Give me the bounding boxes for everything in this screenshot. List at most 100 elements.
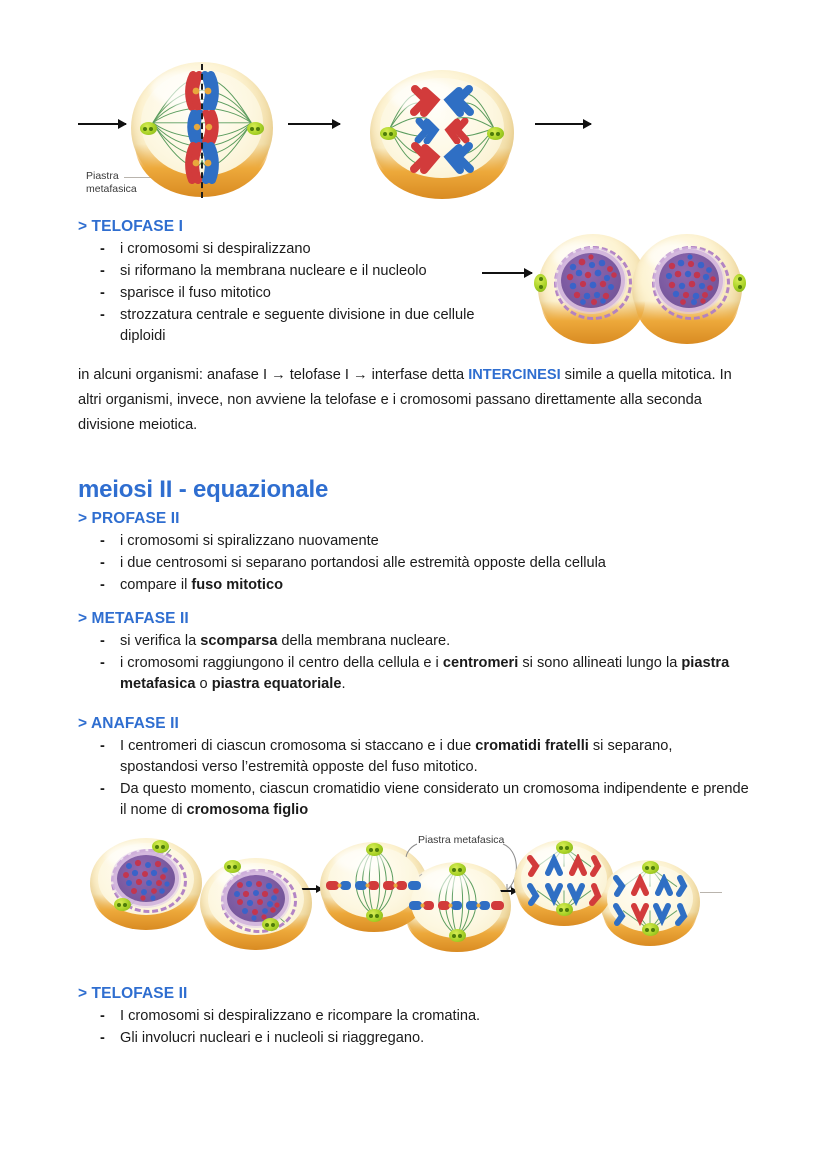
cell-profase-ii-b bbox=[200, 858, 312, 950]
centrosome-left bbox=[380, 127, 397, 140]
centrosome-bottom bbox=[449, 929, 466, 942]
centrosome-lower bbox=[262, 918, 279, 931]
para-highlight-intercinesi: INTERCINESI bbox=[468, 367, 561, 383]
bullet-text: . bbox=[341, 676, 346, 692]
chromatids-lower-group bbox=[610, 902, 690, 926]
centrosome-right bbox=[487, 127, 504, 140]
bullet-text: i due centrosomi si separano portandosi … bbox=[120, 555, 606, 571]
list-item: si verifica la scomparsa della membrana … bbox=[98, 631, 758, 652]
centrosome-top bbox=[642, 861, 659, 874]
chromosome-row-metaphase bbox=[324, 877, 424, 893]
figure-telofase-i bbox=[480, 230, 780, 350]
centrosome-bottom bbox=[642, 923, 659, 936]
centrosome-right bbox=[733, 274, 746, 292]
centrosome-top bbox=[556, 841, 573, 854]
bullet-text: i cromosomi raggiungono il centro della … bbox=[120, 655, 443, 671]
centrosome-left bbox=[534, 274, 547, 292]
nucleus bbox=[227, 875, 285, 922]
arrow-3-top bbox=[535, 123, 591, 125]
list-item: compare il fuso mitotico bbox=[98, 575, 758, 596]
bullet-text: della membrana nucleare. bbox=[277, 633, 451, 649]
section-telofase-i: > TELOFASE I i cromosomi si despiralizza… bbox=[78, 218, 758, 348]
list-item: I centromeri di ciascun cromosoma si sta… bbox=[98, 736, 745, 778]
list-item: I cromosomi si despiralizzano e ricompar… bbox=[98, 1006, 758, 1027]
label-piastra-metafasica-top: Piastra metafasica bbox=[86, 170, 137, 196]
cell-metafase-i bbox=[131, 62, 273, 198]
bullet-text-bold: centromeri bbox=[442, 655, 519, 671]
chromatids-upper-group bbox=[524, 854, 604, 878]
section-anafase-ii: > ANAFASE II I centromeri di ciascun cro… bbox=[78, 715, 758, 822]
para-text-2: simile a quella mitotica. In altri organ… bbox=[78, 367, 732, 433]
figure-meiosi-ii-sequence: Piastra metafasica bbox=[0, 830, 828, 970]
bullet-text: i cromosomi si spiralizzano nuovamente bbox=[120, 533, 379, 549]
daughter-cell-left bbox=[534, 234, 648, 345]
heading-metafase-ii: > METAFASE II bbox=[78, 610, 189, 627]
section-telofase-ii: > TELOFASE II I cromosomi si despiralizz… bbox=[78, 985, 758, 1050]
cell-anafase-ii-a bbox=[514, 840, 614, 926]
centrosome-bottom bbox=[366, 909, 383, 922]
bullet-text: I centromeri di ciascun cromosoma si sta… bbox=[120, 738, 476, 754]
daughter-cell-right bbox=[632, 234, 746, 345]
page-title-meiosi-ii: meiosi II - equazionale bbox=[78, 476, 329, 503]
bullet-text: si riformano la membrana nucleare e il n… bbox=[120, 263, 427, 279]
bullet-text: Gli involucri nucleari e i nucleoli si r… bbox=[120, 1030, 425, 1046]
centrosome-upper bbox=[224, 860, 241, 873]
arrow-2-top bbox=[288, 123, 340, 125]
chromosome-row-metaphase bbox=[407, 897, 507, 913]
bullet-list-metafase-ii: si verifica la scomparsa della membrana … bbox=[78, 631, 758, 695]
chromatin-mass bbox=[123, 859, 170, 901]
para-text-1: in alcuni organismi: anafase I → telofas… bbox=[78, 367, 469, 383]
chromatin-mass bbox=[566, 254, 617, 305]
bullet-text: si separano, spostandosi verso l’estremi… bbox=[120, 738, 673, 775]
arrow-1-top bbox=[78, 123, 126, 125]
chromosome-right-3 bbox=[440, 142, 474, 174]
bullet-text: compare il bbox=[120, 577, 192, 593]
metaphase-plate-line bbox=[201, 64, 203, 198]
bullet-text-bold: piastra metafasica bbox=[120, 655, 730, 692]
chromatin-mass bbox=[234, 880, 280, 921]
bullet-text-bold: piastra equatoriale bbox=[211, 676, 342, 692]
section-meiosi-ii: meiosi II - equazionale bbox=[78, 476, 758, 508]
chromosome-right-2 bbox=[442, 118, 470, 144]
arrow-2-bottom bbox=[495, 890, 517, 892]
bullet-text-bold: fuso mitotico bbox=[191, 577, 283, 593]
bullet-text: strozzatura centrale e seguente division… bbox=[120, 307, 475, 344]
bullet-list-profase-ii: i cromosomi si spiralizzano nuovamente i… bbox=[78, 531, 758, 596]
label-line-2: metafasica bbox=[86, 183, 137, 195]
cell-metafase-ii-b bbox=[403, 862, 511, 952]
bullet-text: si verifica la bbox=[120, 633, 201, 649]
centrosome-upper bbox=[152, 840, 169, 853]
chromosome-pair-2 bbox=[180, 110, 224, 144]
cell-profase-ii-a bbox=[90, 838, 202, 930]
label-line-1: Piastra bbox=[86, 170, 119, 182]
chromosome-left-1 bbox=[410, 85, 444, 117]
nucleus bbox=[659, 253, 719, 308]
bullet-text-bold: cromatidi fratelli bbox=[475, 738, 589, 754]
centrosome-left bbox=[140, 122, 157, 135]
list-item: Gli involucri nucleari e i nucleoli si r… bbox=[98, 1028, 758, 1049]
bullet-text: sparisce il fuso mitotico bbox=[120, 285, 271, 301]
list-item: Da questo momento, ciascun cromatidio vi… bbox=[98, 779, 758, 821]
arrow-1-bottom bbox=[298, 888, 322, 890]
section-profase-ii: > PROFASE II i cromosomi si spiralizzano… bbox=[78, 510, 758, 597]
cell-anafase-ii-b bbox=[600, 860, 700, 946]
trailing-connector-bottom bbox=[700, 892, 722, 893]
label-text: Piastra metafasica bbox=[418, 834, 505, 846]
centrosome-top bbox=[366, 843, 383, 856]
list-item: si riformano la membrana nucleare e il n… bbox=[98, 261, 758, 282]
cell-anafase-i bbox=[370, 70, 514, 199]
heading-telofase-i: > TELOFASE I bbox=[78, 218, 183, 235]
centrosome-lower bbox=[114, 898, 131, 911]
centrosome-top bbox=[449, 863, 466, 876]
label-piastra-metafasica-bottom: Piastra metafasica bbox=[418, 834, 504, 847]
bullet-list-telofase-ii: I cromosomi si despiralizzano e ricompar… bbox=[78, 1006, 758, 1049]
chromosome-pair-3 bbox=[179, 142, 225, 184]
heading-telofase-ii: > TELOFASE II bbox=[78, 985, 188, 1002]
chromatids-upper-group bbox=[610, 874, 690, 898]
bullet-text: i cromosomi si despiralizzano bbox=[120, 241, 311, 257]
paragraph-intercinesi: in alcuni organismi: anafase I → telofas… bbox=[78, 363, 753, 438]
list-item: i cromosomi si despiralizzano bbox=[98, 239, 758, 260]
centrosome-right bbox=[247, 122, 264, 135]
chromatids-lower-group bbox=[524, 882, 604, 906]
